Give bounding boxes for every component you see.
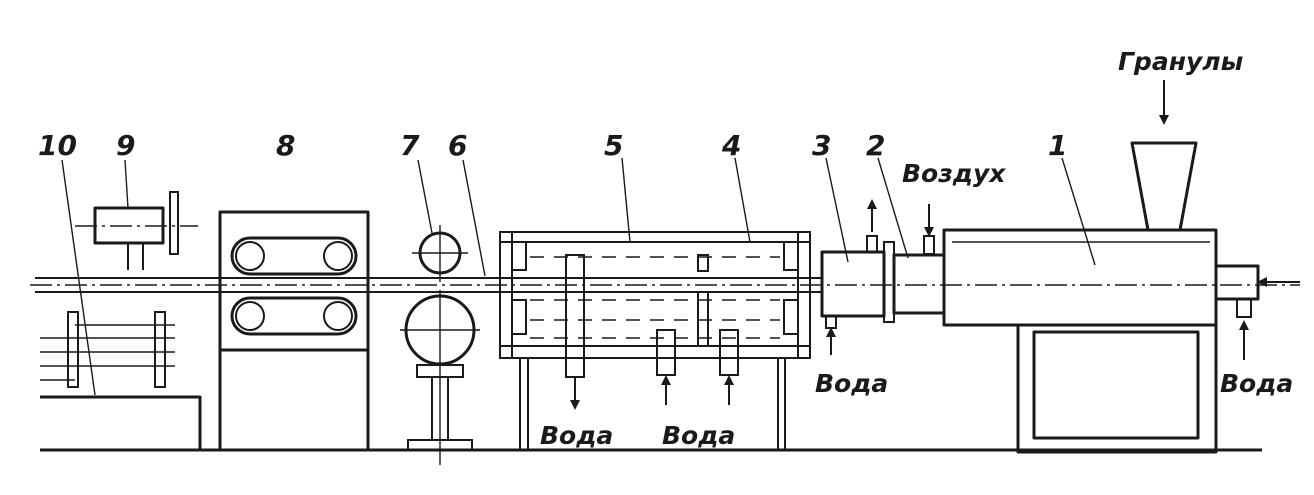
label-1: 1 <box>1048 129 1067 162</box>
label-10: 10 <box>38 129 77 162</box>
caption-water-head: Вода <box>815 369 888 398</box>
caption-air: Воздух <box>902 159 1006 188</box>
unit-5-4-cooling-bath <box>499 157 811 450</box>
unit-7-rollers <box>400 159 480 465</box>
label-5: 5 <box>604 129 623 162</box>
caption-granules: Гранулы <box>1118 47 1243 76</box>
label-7: 7 <box>400 129 420 162</box>
label-8: 8 <box>276 129 295 162</box>
label-9: 9 <box>116 129 135 162</box>
unit-3-calibrator <box>820 157 886 355</box>
label-3: 3 <box>812 129 831 162</box>
label-4: 4 <box>721 129 741 162</box>
unit-1-extruder <box>942 80 1300 454</box>
unit-9-drive <box>75 159 198 270</box>
label-6: 6 <box>448 129 467 162</box>
unit-8-haul-off <box>218 210 370 450</box>
caption-water-bath-in: Вода <box>662 421 735 450</box>
product-pipe <box>35 277 822 293</box>
caption-water-extruder: Вода <box>1220 369 1293 398</box>
caption-water-bath-out: Вода <box>540 421 613 450</box>
leader-6 <box>462 159 486 277</box>
label-2: 2 <box>866 129 885 162</box>
unit-10-cutter <box>40 159 202 450</box>
